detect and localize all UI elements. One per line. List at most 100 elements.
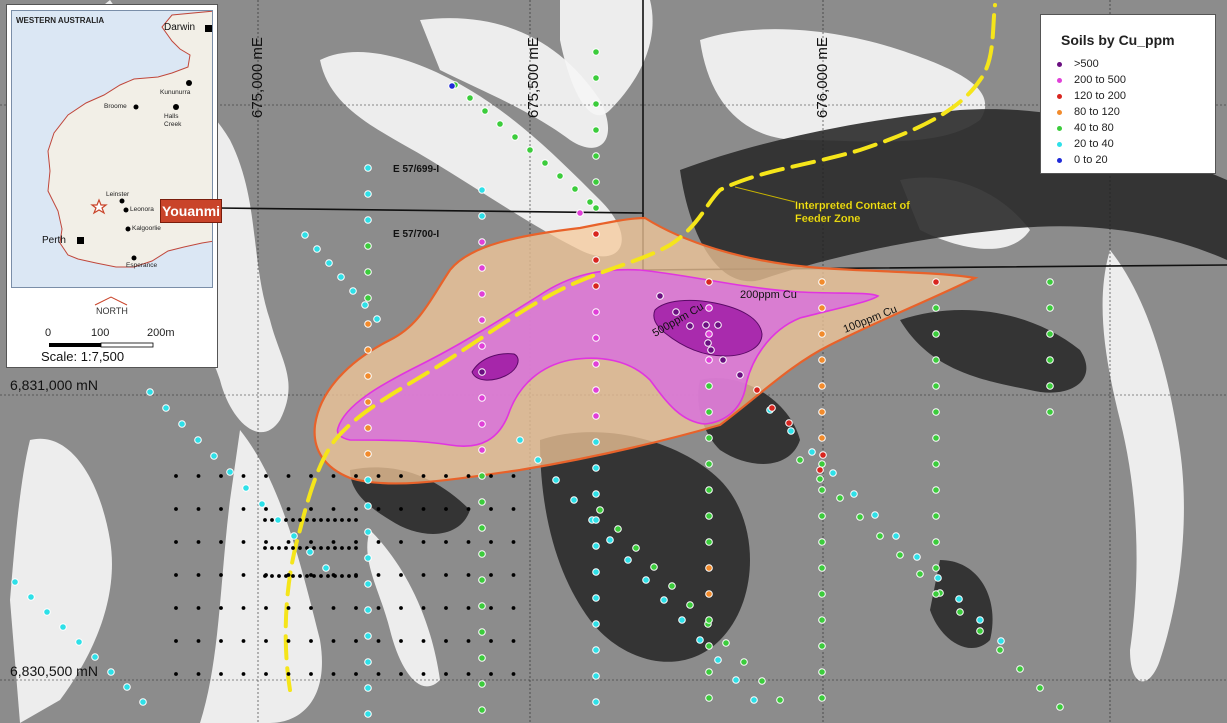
soil-sample	[11, 578, 19, 586]
unclassified-sample	[331, 474, 336, 478]
unclassified-sample	[263, 546, 267, 550]
soil-sample	[976, 627, 984, 635]
soil-sample	[705, 668, 713, 676]
light-magnetic-zone-6	[10, 438, 112, 723]
soil-sample	[364, 528, 372, 536]
unclassified-sample	[511, 606, 516, 610]
soil-sample	[478, 238, 486, 246]
soil-sample	[478, 498, 486, 506]
legend: Soils by Cu_ppm >500 200 to 500 120 to 2…	[1040, 14, 1216, 174]
legend-item: 0 to 20	[1057, 153, 1108, 167]
unclassified-sample	[219, 639, 223, 643]
unclassified-sample	[264, 639, 268, 643]
contour-200ppm-label: 200ppm Cu	[740, 289, 797, 301]
soil-sample	[242, 484, 250, 492]
soil-sample	[571, 185, 579, 193]
unclassified-sample	[196, 540, 201, 544]
soil-sample	[364, 294, 372, 302]
soil-sample	[364, 398, 372, 406]
unclassified-sample	[326, 518, 330, 522]
soil-sample	[478, 706, 486, 714]
unclassified-sample	[277, 574, 281, 578]
soil-sample	[448, 82, 456, 90]
north-label: NORTH	[96, 306, 128, 316]
soil-sample	[932, 304, 940, 312]
unclassified-sample	[174, 573, 178, 577]
soil-sample	[818, 538, 826, 546]
unclassified-sample	[219, 606, 223, 610]
soil-sample	[686, 601, 694, 609]
unclassified-sample	[241, 540, 246, 544]
soil-sample	[976, 616, 984, 624]
soil-sample	[705, 356, 713, 364]
legend-swatch	[1057, 125, 1062, 131]
unclassified-sample	[312, 546, 316, 550]
soil-sample	[932, 382, 940, 390]
unclassified-sample	[291, 574, 295, 578]
unclassified-sample	[219, 672, 223, 676]
legend-item: 120 to 200	[1057, 89, 1126, 103]
dark-magnetic-zone-6	[930, 560, 993, 649]
soil-sample	[364, 632, 372, 640]
soil-sample	[932, 538, 940, 546]
light-magnetic-zone-5	[200, 430, 322, 723]
soil-sample	[478, 394, 486, 402]
soil-sample	[818, 304, 826, 312]
soil-sample	[139, 698, 147, 706]
unclassified-sample	[326, 546, 330, 550]
unclassified-sample	[354, 672, 358, 676]
easting-label-675500: 675,500 mE	[525, 37, 542, 118]
youanmi-star-icon	[90, 198, 108, 215]
unclassified-sample	[298, 574, 302, 578]
soil-sample	[27, 593, 35, 601]
soil-sample	[592, 178, 600, 186]
soil-sample	[466, 94, 474, 102]
soil-sample	[705, 434, 713, 442]
soil-sample	[210, 452, 218, 460]
town-markers	[77, 25, 212, 261]
light-magnetic-zone-7	[700, 29, 986, 142]
unclassified-sample	[489, 474, 493, 478]
legend-item: 80 to 120	[1057, 105, 1120, 119]
unclassified-sample	[174, 606, 178, 610]
soil-sample	[337, 273, 345, 281]
unclassified-sample	[444, 639, 448, 643]
contact-dashed-line	[283, 3, 997, 692]
unclassified-sample	[319, 546, 323, 550]
soil-sample	[478, 368, 486, 376]
soil-sample	[656, 292, 664, 300]
unclassified-sample	[309, 639, 313, 643]
unclassified-sample	[511, 507, 516, 511]
scale-bar-white	[100, 342, 154, 348]
legend-item-label: >500	[1074, 58, 1099, 70]
soil-sample	[511, 133, 519, 141]
soil-sample	[736, 371, 744, 379]
unclassified-sample	[421, 474, 426, 478]
town-halls-creek: Halls Creek	[164, 113, 182, 128]
soil-sample	[1046, 278, 1054, 286]
unclassified-sample	[399, 507, 403, 511]
unclassified-sample	[354, 574, 358, 578]
soil-sample	[325, 259, 333, 267]
unclassified-sample	[305, 518, 309, 522]
soil-sample	[816, 475, 824, 483]
unclassified-sample	[309, 573, 313, 577]
soil-sample	[322, 564, 330, 572]
soil-sample	[932, 356, 940, 364]
soil-sample	[586, 198, 594, 206]
unclassified-sample	[489, 540, 493, 544]
soil-sample	[632, 544, 640, 552]
soil-sample	[871, 511, 879, 519]
unclassified-sample	[174, 474, 178, 478]
soil-sample	[478, 264, 486, 272]
unclassified-sample	[421, 639, 426, 643]
youanmi-callout: Youanmi	[160, 199, 222, 223]
soil-sample	[552, 476, 560, 484]
unclassified-sample	[399, 606, 403, 610]
tenement-label-700: E 57/700-I	[393, 229, 439, 240]
light-magnetic-zone-3	[420, 18, 609, 148]
unclassified-sample	[284, 518, 288, 522]
